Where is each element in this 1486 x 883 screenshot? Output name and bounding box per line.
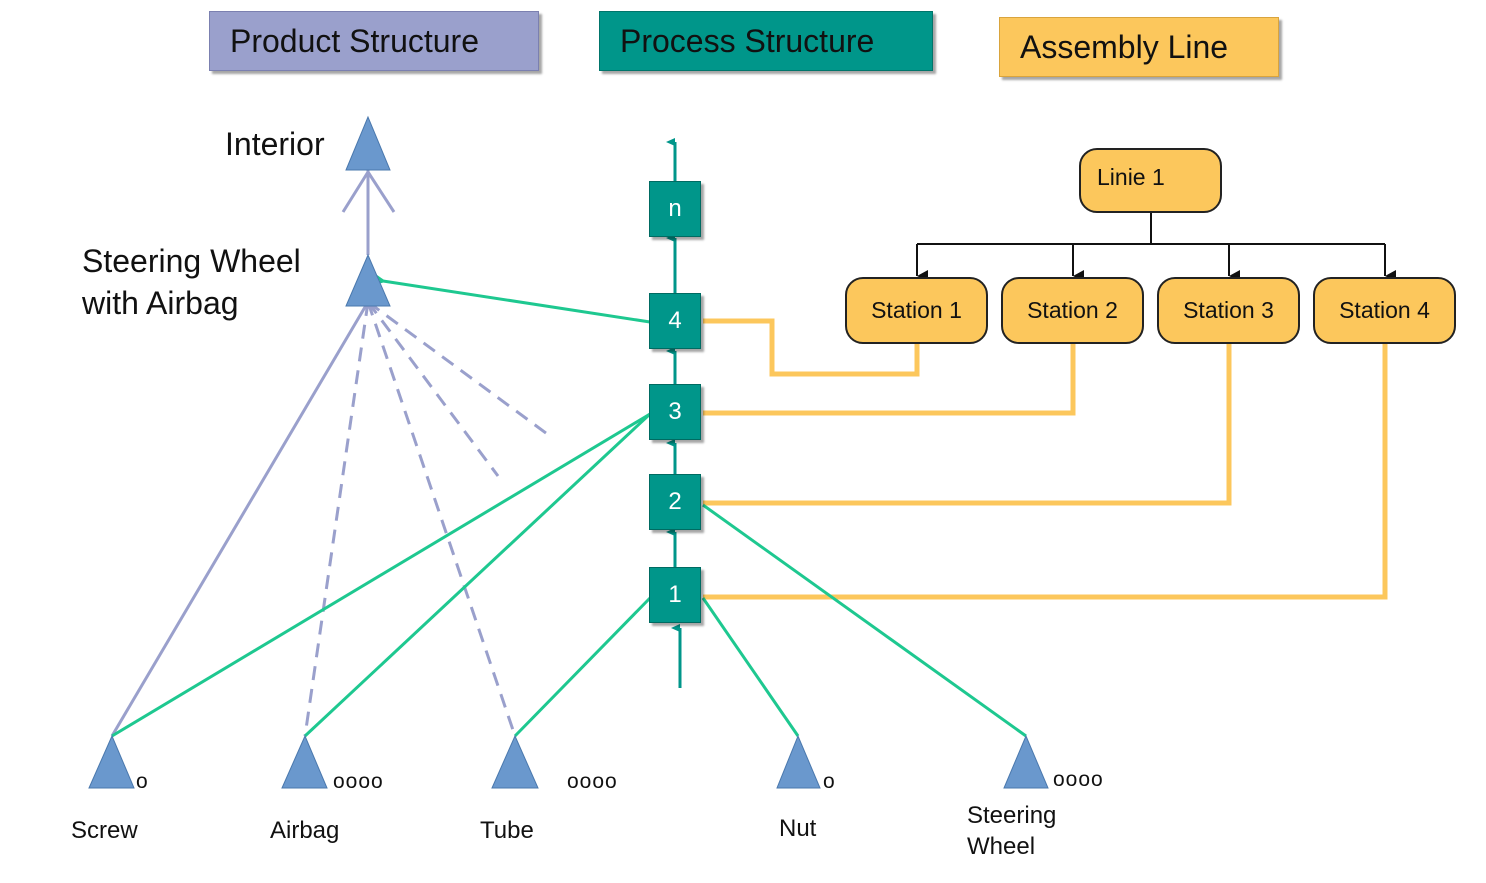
- station-2-node: Station 2: [1001, 277, 1144, 344]
- steering-wheel-airbag-triangle-icon: [345, 253, 391, 307]
- steering-wheel-triangle-icon: [1003, 734, 1049, 789]
- product-nodes: [88, 115, 1049, 789]
- header-process-structure: Process Structure: [599, 11, 933, 71]
- nut-label: Nut: [779, 815, 817, 842]
- process-step-n: n: [649, 181, 701, 237]
- header-product-structure: Product Structure: [209, 11, 539, 71]
- steering-wheel-airbag-label-line1: Steering Wheel: [82, 243, 301, 279]
- screw-label: Screw: [71, 817, 138, 844]
- nut-quantity-marks: o: [823, 770, 836, 793]
- process-step-2: 2: [649, 474, 701, 530]
- header-assembly-line: Assembly Line: [999, 17, 1279, 77]
- screw-triangle-icon: [88, 734, 135, 789]
- steering-wheel-label-line1: Steering: [967, 802, 1057, 829]
- tube-label: Tube: [480, 817, 534, 844]
- airbag-triangle-icon: [281, 734, 328, 789]
- screw-quantity-marks: o: [136, 770, 149, 793]
- process-step-3: 3: [649, 384, 701, 440]
- interior-label: Interior: [225, 126, 325, 162]
- tube-quantity-marks: oooo: [567, 770, 618, 793]
- station-3-node: Station 3: [1157, 277, 1300, 344]
- part-process-links: [111, 281, 1027, 738]
- station-links: [703, 318, 1388, 600]
- station-1-node: Station 1: [845, 277, 988, 344]
- process-step-4: 4: [649, 293, 701, 349]
- steering-wheel-airbag-label-line2: with Airbag: [82, 285, 239, 321]
- airbag-quantity-marks: oooo: [333, 770, 384, 793]
- interior-triangle-icon: [345, 115, 391, 171]
- assembly-line-node: Linie 1: [1079, 148, 1222, 213]
- assembly-tree: [916, 213, 1396, 282]
- process-spine: [666, 138, 682, 688]
- airbag-label: Airbag: [270, 817, 340, 844]
- tube-triangle-icon: [491, 734, 539, 789]
- nut-triangle-icon: [776, 734, 821, 789]
- steering-wheel-quantity-marks: oooo: [1053, 768, 1104, 791]
- station-4-node: Station 4: [1313, 277, 1456, 344]
- steering-wheel-label-line2: Wheel: [967, 833, 1036, 860]
- product-structure-edges: [110, 165, 551, 737]
- process-step-1: 1: [649, 567, 701, 623]
